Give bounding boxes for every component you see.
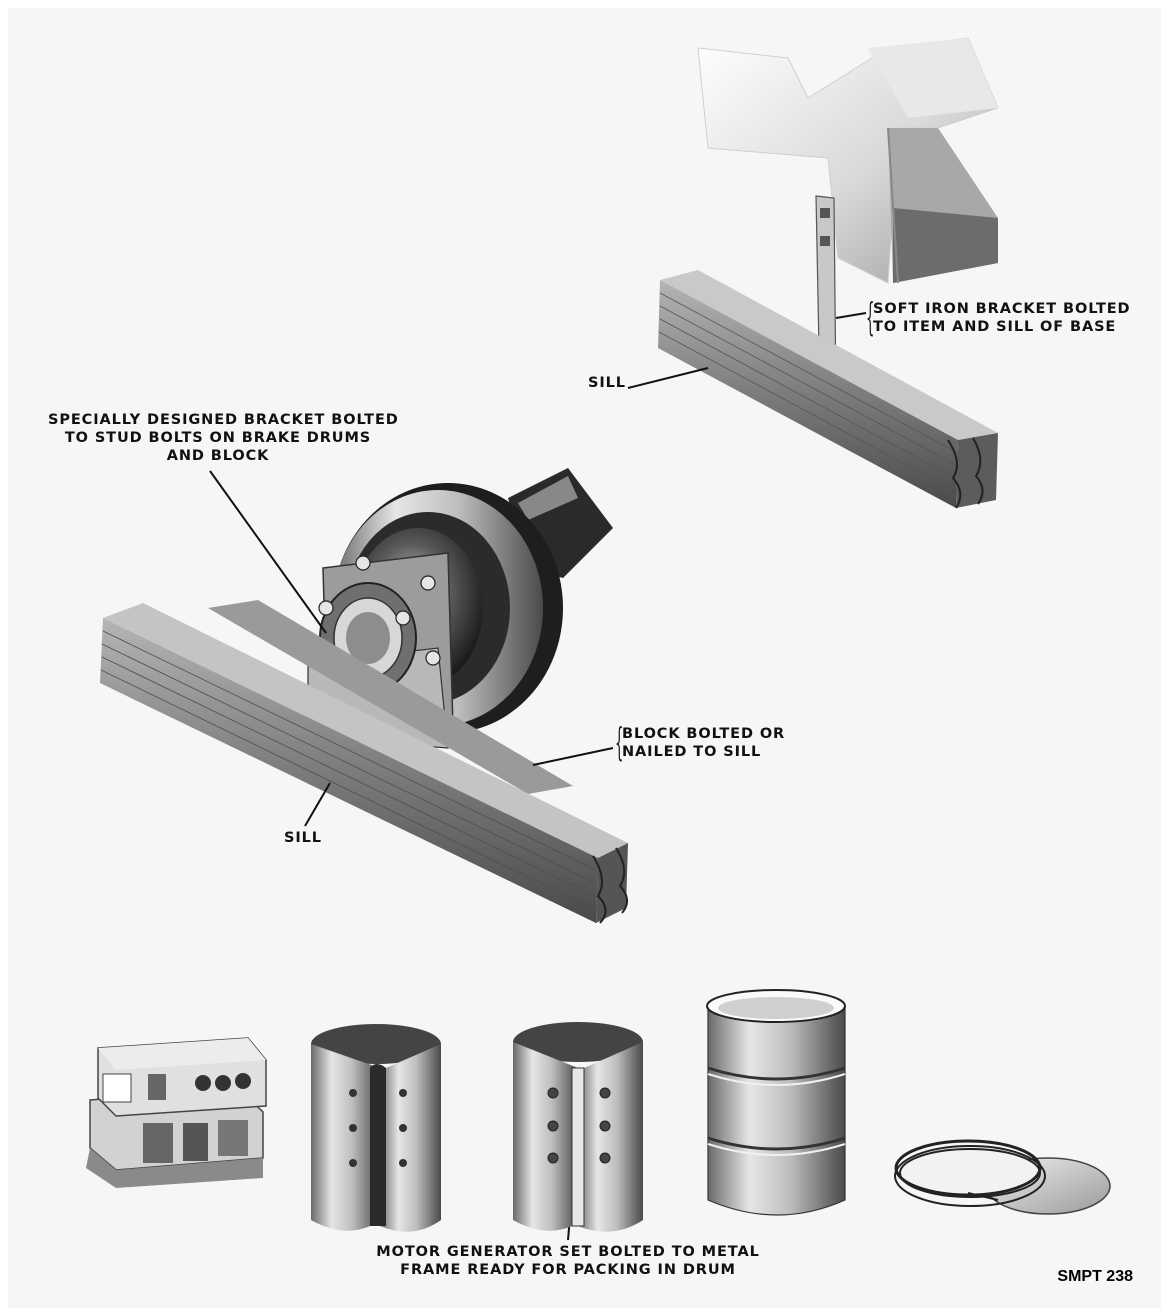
- steel-beam-item: [697, 37, 999, 284]
- steel-drum: [706, 989, 846, 1216]
- specially-designed-bracket-label: SPECIALLY DESIGNED BRACKET BOLTED TO STU…: [48, 411, 399, 465]
- drum-lid-and-ring: [894, 1139, 1111, 1215]
- illustration-artwork: [86, 37, 1111, 1241]
- middle-sill: [100, 600, 628, 924]
- label-line: BLOCK BOLTED OR: [622, 726, 786, 742]
- sill-middle-label: SILL: [284, 830, 322, 846]
- brace-mark: {: [615, 720, 624, 764]
- sill-top-label: SILL: [588, 375, 626, 391]
- brace-mark: {: [866, 295, 875, 339]
- metal-frame: [311, 1024, 441, 1232]
- frame-with-generator: [513, 1022, 643, 1232]
- label-line: MOTOR GENERATOR SET BOLTED TO METAL: [376, 1244, 760, 1260]
- brake-drum-assembly: [307, 468, 613, 749]
- label-line: AND BLOCK: [166, 448, 270, 464]
- motor-generator-label: MOTOR GENERATOR SET BOLTED TO METAL FRAM…: [338, 1243, 798, 1279]
- motor-generator-set: [86, 1037, 267, 1188]
- top-sill: [658, 270, 998, 509]
- label-line: SOFT IRON BRACKET BOLTED: [873, 301, 1131, 317]
- label-line: TO ITEM AND SILL OF BASE: [873, 319, 1117, 335]
- label-line: NAILED TO SILL: [622, 744, 762, 760]
- technical-illustration-page: { SOFT IRON BRACKET BOLTED TO ITEM AND S…: [8, 8, 1161, 1308]
- figure-code: SMPT 238: [1057, 1268, 1133, 1285]
- label-line: SPECIALLY DESIGNED BRACKET BOLTED: [48, 412, 399, 428]
- label-line: TO STUD BOLTS ON BRAKE DRUMS: [64, 430, 372, 446]
- label-line: FRAME READY FOR PACKING IN DRUM: [400, 1262, 736, 1278]
